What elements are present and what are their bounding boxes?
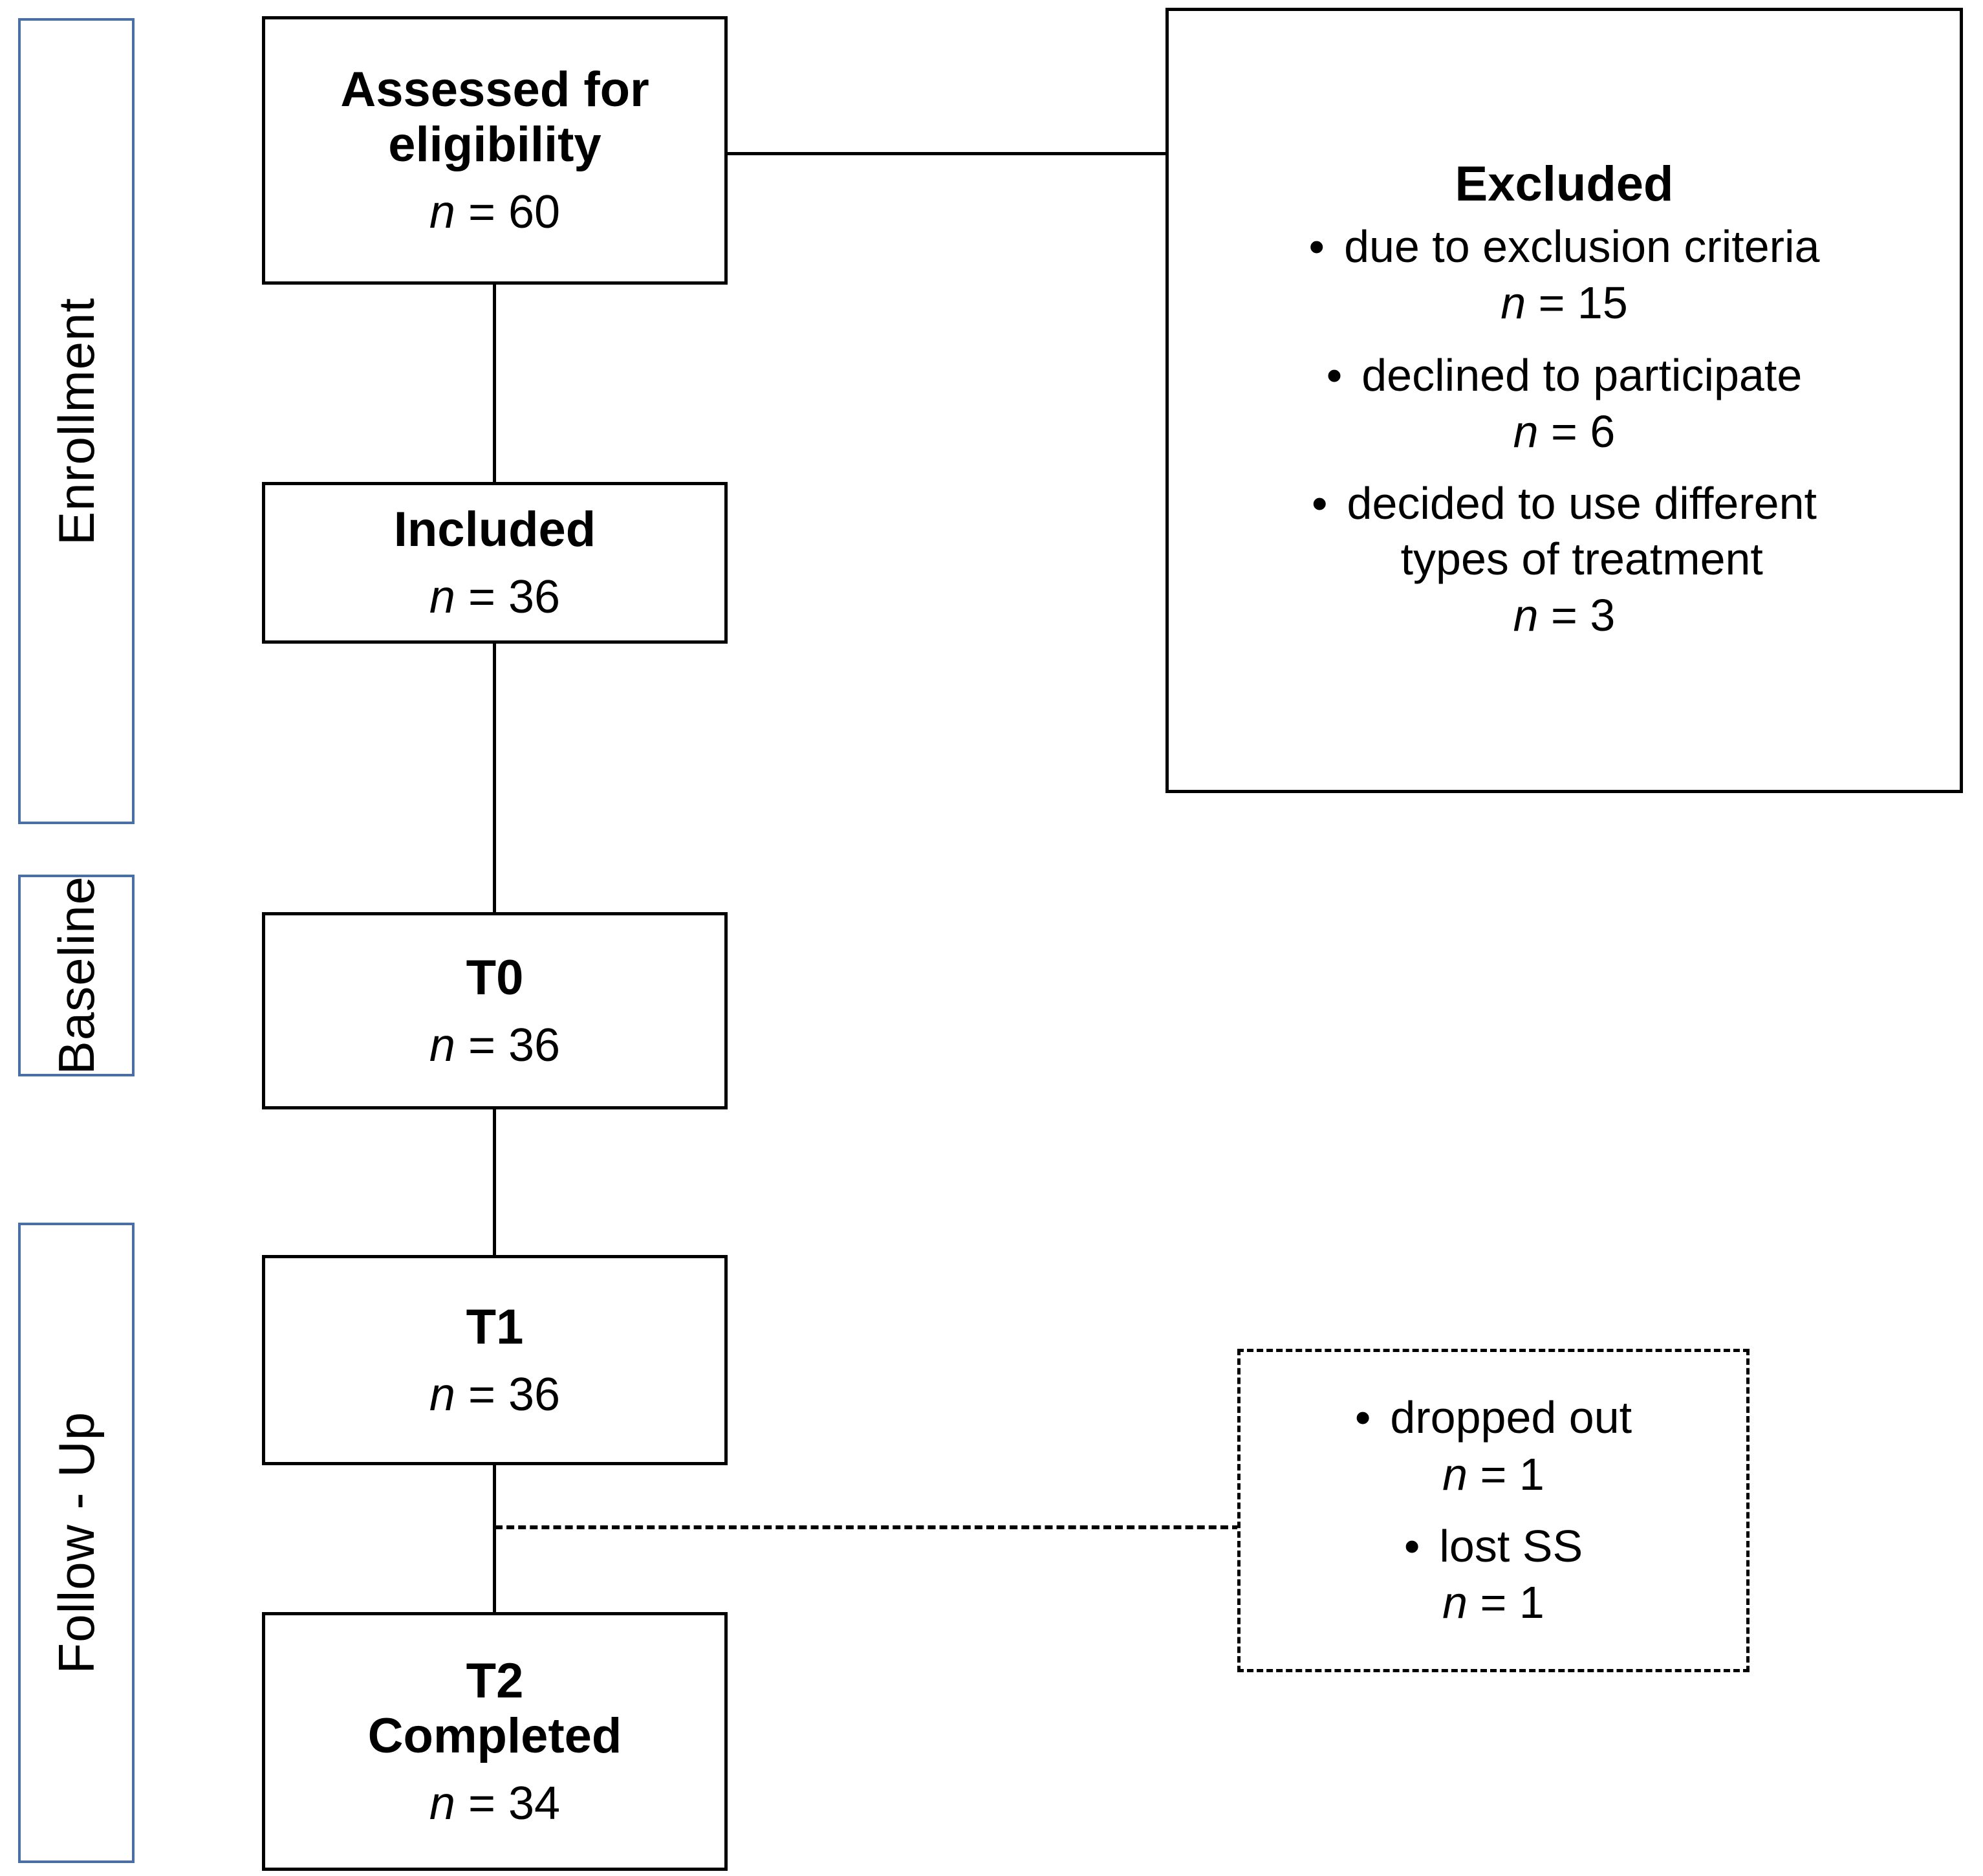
n-equals: = xyxy=(1468,1577,1519,1628)
n-symbol: n xyxy=(429,1019,455,1071)
n-equals: = xyxy=(455,571,508,624)
dropout-item-2: • lost SS n = 1 xyxy=(1241,1519,1746,1631)
n-symbol: n xyxy=(1513,406,1539,457)
n-symbol: n xyxy=(1442,1448,1468,1500)
n-value: 15 xyxy=(1577,278,1628,329)
flow-box-included-title: Included xyxy=(393,502,596,558)
excluded-item-3-text: decided to use different types of treatm… xyxy=(1347,478,1817,584)
flow-box-assessed-title: Assessed for eligibility xyxy=(340,62,649,173)
flow-box-t2: T2 Completed n = 34 xyxy=(262,1612,728,1871)
stage-label-enrollment: Enrollment xyxy=(48,297,105,545)
bullet-icon: • xyxy=(1312,478,1328,529)
connector-assessed-to-excluded xyxy=(724,152,1171,155)
excluded-item-1-count: n = 15 xyxy=(1169,276,1960,331)
bullet-icon: • xyxy=(1354,1392,1371,1443)
n-value: 3 xyxy=(1590,590,1616,641)
n-equals: = xyxy=(1538,406,1590,457)
stage-box-follow-up: Follow - Up xyxy=(18,1223,135,1863)
excluded-item-2-text: declined to participate xyxy=(1361,349,1803,400)
connector-t0-to-t1 xyxy=(493,1107,496,1258)
excluded-item-3: • decided to use different types of trea… xyxy=(1169,476,1960,643)
dropout-box: • dropped out n = 1 • lost SS n = 1 xyxy=(1237,1349,1750,1672)
flow-box-included: Included n = 36 xyxy=(262,482,728,644)
connector-included-to-t0 xyxy=(493,641,496,915)
stage-box-baseline: Baseline xyxy=(18,875,135,1076)
flow-box-t1-count: n = 36 xyxy=(429,1369,560,1421)
n-value: 1 xyxy=(1519,1577,1544,1628)
connector-t1-to-t2 xyxy=(493,1463,496,1613)
stage-label-follow-up: Follow - Up xyxy=(48,1412,105,1674)
dropout-item-2-text: lost SS xyxy=(1439,1521,1583,1571)
flow-box-t1-title: T1 xyxy=(466,1299,524,1355)
flow-box-included-count: n = 36 xyxy=(429,571,560,624)
bullet-icon: • xyxy=(1326,349,1343,400)
n-symbol: n xyxy=(1501,278,1526,329)
connector-t1-to-dropout xyxy=(495,1525,1240,1529)
n-value: 34 xyxy=(508,1777,561,1829)
n-symbol: n xyxy=(1442,1577,1468,1628)
excluded-item-1: • due to exclusion criteria n = 15 xyxy=(1169,219,1960,331)
n-equals: = xyxy=(455,1368,508,1421)
n-equals: = xyxy=(455,186,508,239)
flow-box-assessed: Assessed for eligibility n = 60 xyxy=(262,16,728,285)
n-value: 6 xyxy=(1590,406,1616,457)
excluded-item-2-count: n = 6 xyxy=(1169,404,1960,459)
dropout-item-1: • dropped out n = 1 xyxy=(1241,1390,1746,1502)
flow-box-t2-count: n = 34 xyxy=(429,1778,560,1830)
n-value: 1 xyxy=(1519,1448,1544,1500)
n-symbol: n xyxy=(1513,590,1539,641)
flow-box-t0-count: n = 36 xyxy=(429,1020,560,1072)
dropout-item-2-count: n = 1 xyxy=(1241,1575,1746,1630)
excluded-item-3-count: n = 3 xyxy=(1169,588,1960,643)
n-symbol: n xyxy=(429,1368,455,1421)
bullet-icon: • xyxy=(1403,1521,1420,1571)
flow-box-t2-title: T2 Completed xyxy=(367,1653,622,1763)
n-equals: = xyxy=(1468,1448,1519,1500)
n-symbol: n xyxy=(429,571,455,624)
flow-box-assessed-count: n = 60 xyxy=(429,186,560,239)
excluded-item-2: • declined to participate n = 6 xyxy=(1169,348,1960,460)
flow-box-t0: T0 n = 36 xyxy=(262,912,728,1109)
stage-label-baseline: Baseline xyxy=(48,876,105,1075)
n-value: 36 xyxy=(508,1019,561,1071)
flow-box-t1: T1 n = 36 xyxy=(262,1255,728,1465)
n-symbol: n xyxy=(429,186,455,239)
connector-assessed-to-included xyxy=(493,282,496,485)
bullet-icon: • xyxy=(1308,221,1325,272)
excluded-box: Excluded • due to exclusion criteria n =… xyxy=(1165,8,1963,793)
n-symbol: n xyxy=(429,1777,455,1829)
n-equals: = xyxy=(455,1019,508,1071)
excluded-heading: Excluded xyxy=(1455,157,1674,212)
n-value: 36 xyxy=(508,1368,561,1421)
excluded-item-1-text: due to exclusion criteria xyxy=(1344,221,1820,272)
flow-box-t0-title: T0 xyxy=(466,950,524,1005)
n-equals: = xyxy=(455,1777,508,1829)
n-equals: = xyxy=(1526,278,1577,329)
dropout-item-1-count: n = 1 xyxy=(1241,1447,1746,1502)
dropout-item-1-text: dropped out xyxy=(1390,1392,1632,1443)
n-value: 60 xyxy=(508,186,561,239)
stage-box-enrollment: Enrollment xyxy=(18,18,135,824)
n-value: 36 xyxy=(508,571,561,624)
n-equals: = xyxy=(1538,590,1590,641)
